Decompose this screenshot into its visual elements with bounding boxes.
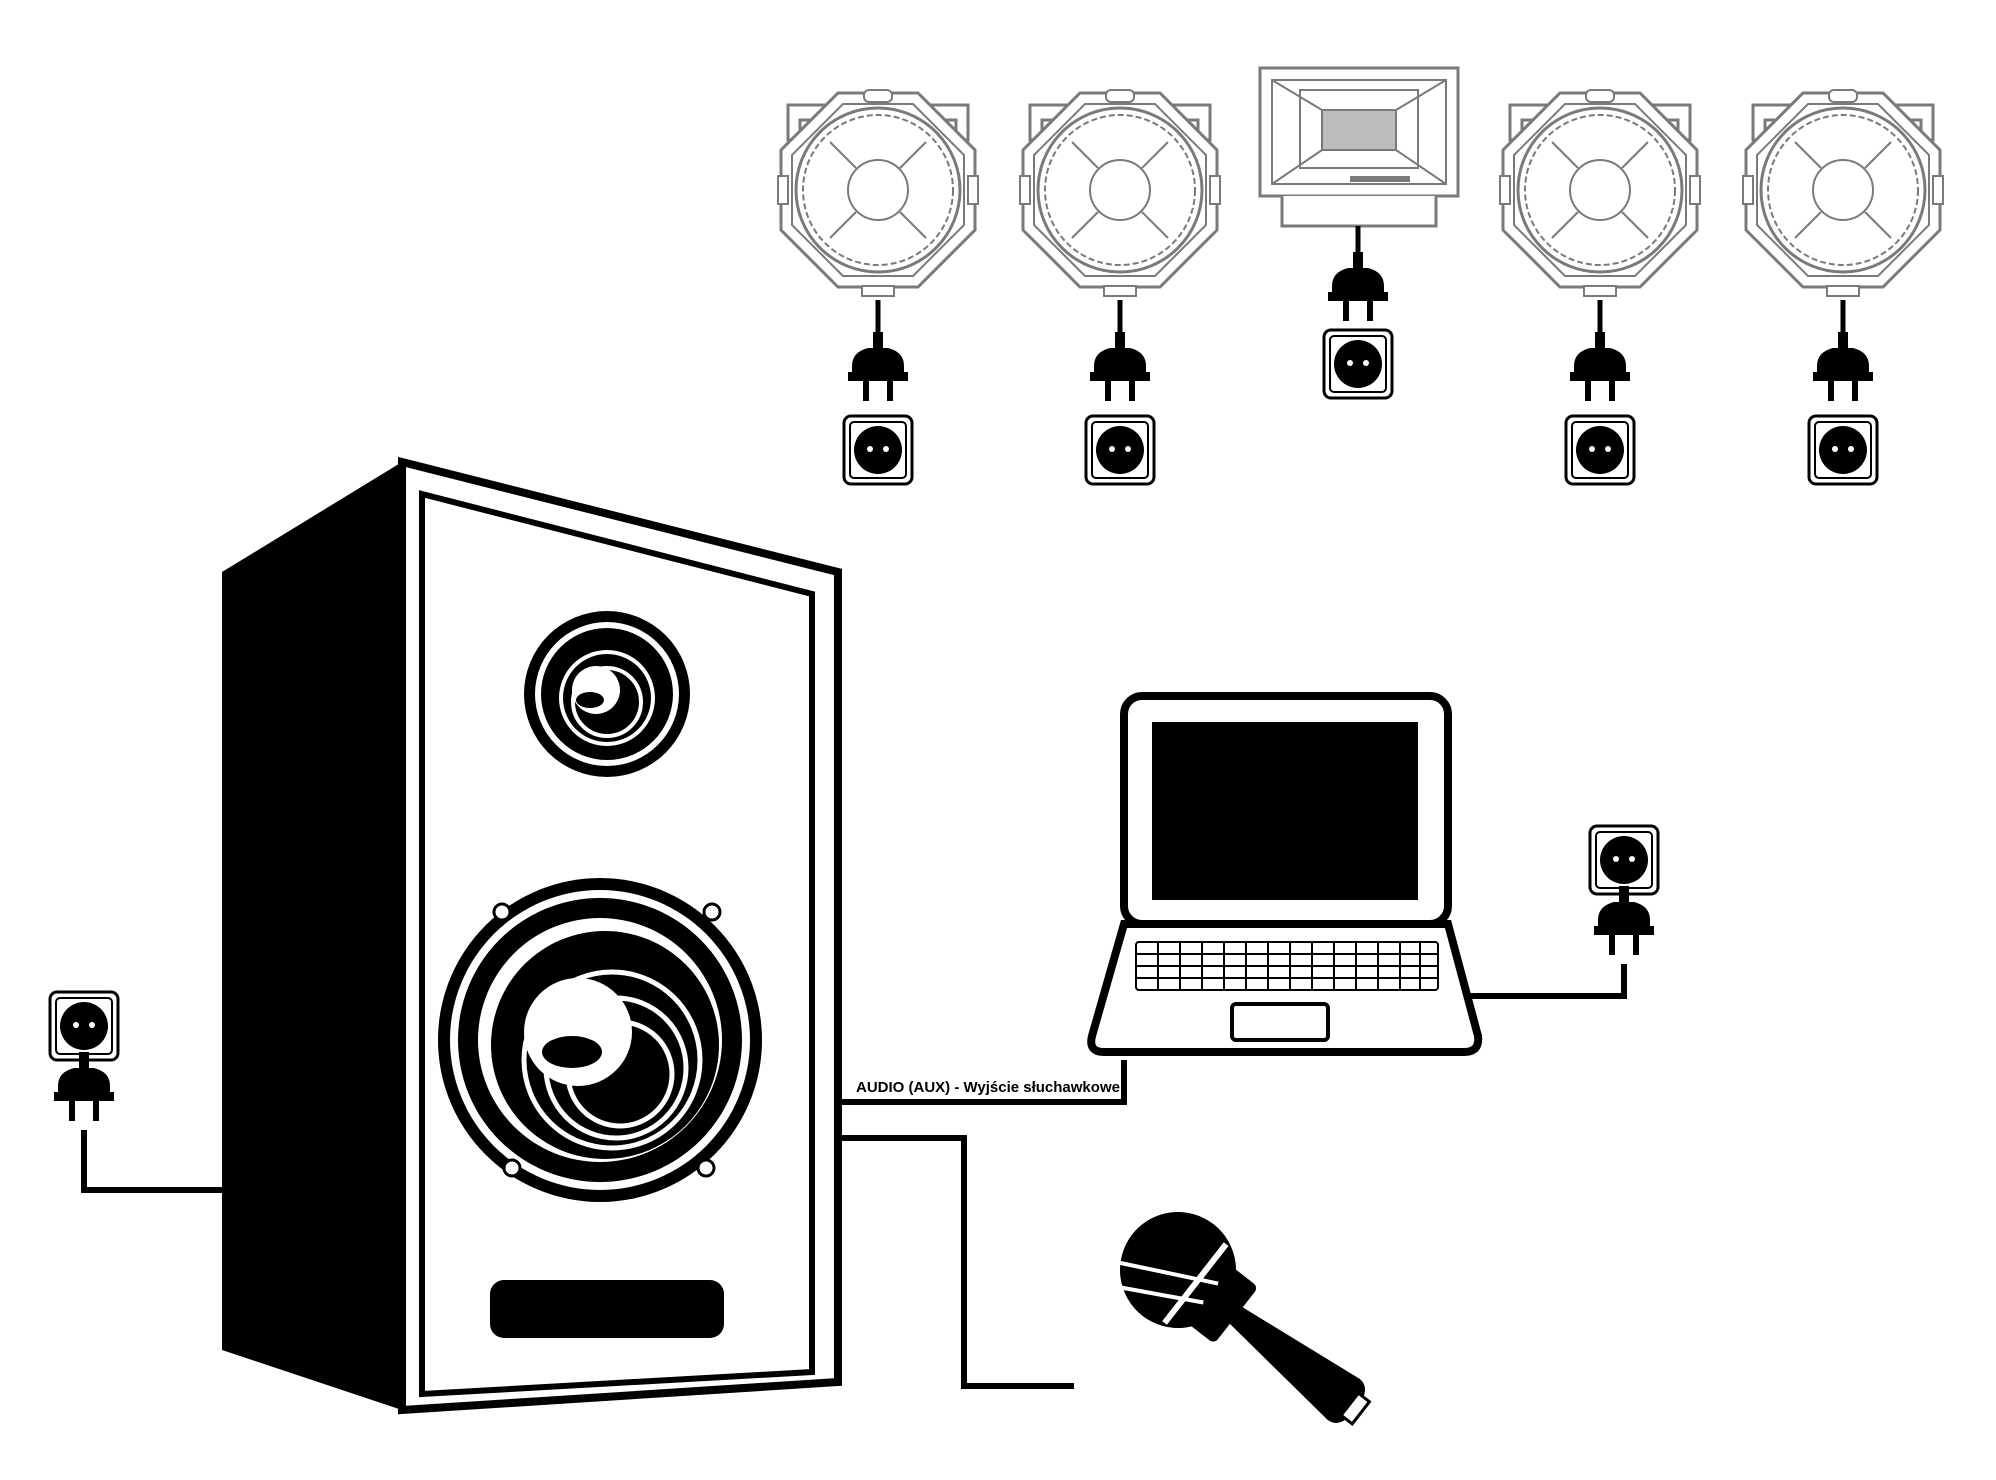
plug-icon	[54, 1052, 114, 1121]
power-outlet-icon	[1322, 328, 1394, 400]
par-light-4	[1741, 88, 1945, 298]
speaker-power-cable	[81, 1130, 222, 1193]
plug-icon	[1594, 886, 1654, 955]
laptop-icon	[1087, 692, 1483, 1056]
led-panel	[1258, 66, 1460, 228]
power-outlet-icon	[842, 414, 914, 486]
power-outlet-icon	[1564, 414, 1636, 486]
microphone-icon	[1114, 1212, 1372, 1426]
power-outlet-icon	[48, 990, 120, 1062]
plug-icon	[848, 332, 908, 401]
plug-icon	[1328, 252, 1388, 321]
plug-icon	[1090, 332, 1150, 401]
woofer	[438, 878, 762, 1202]
laptop-power-cable	[1470, 964, 1627, 999]
power-outlet-icon	[1084, 414, 1156, 486]
par-light-3	[1498, 88, 1702, 298]
touchpad	[1230, 1002, 1330, 1042]
audio-aux-cable	[838, 1060, 1127, 1105]
speaker-icon	[222, 456, 842, 1415]
par-light-1	[776, 88, 980, 298]
par-light-2	[1018, 88, 1222, 298]
power-outlet-icon	[1588, 824, 1660, 896]
bass-port	[490, 1280, 724, 1338]
power-outlet-icon	[1807, 414, 1879, 486]
tweeter	[524, 611, 690, 777]
plug-icon	[1570, 332, 1630, 401]
audio-cable-label: AUDIO (AUX) - Wyjście słuchawkowe	[856, 1079, 1120, 1096]
microphone-cable	[838, 1135, 1074, 1389]
plug-icon	[1813, 332, 1873, 401]
keyboard	[1135, 941, 1439, 991]
